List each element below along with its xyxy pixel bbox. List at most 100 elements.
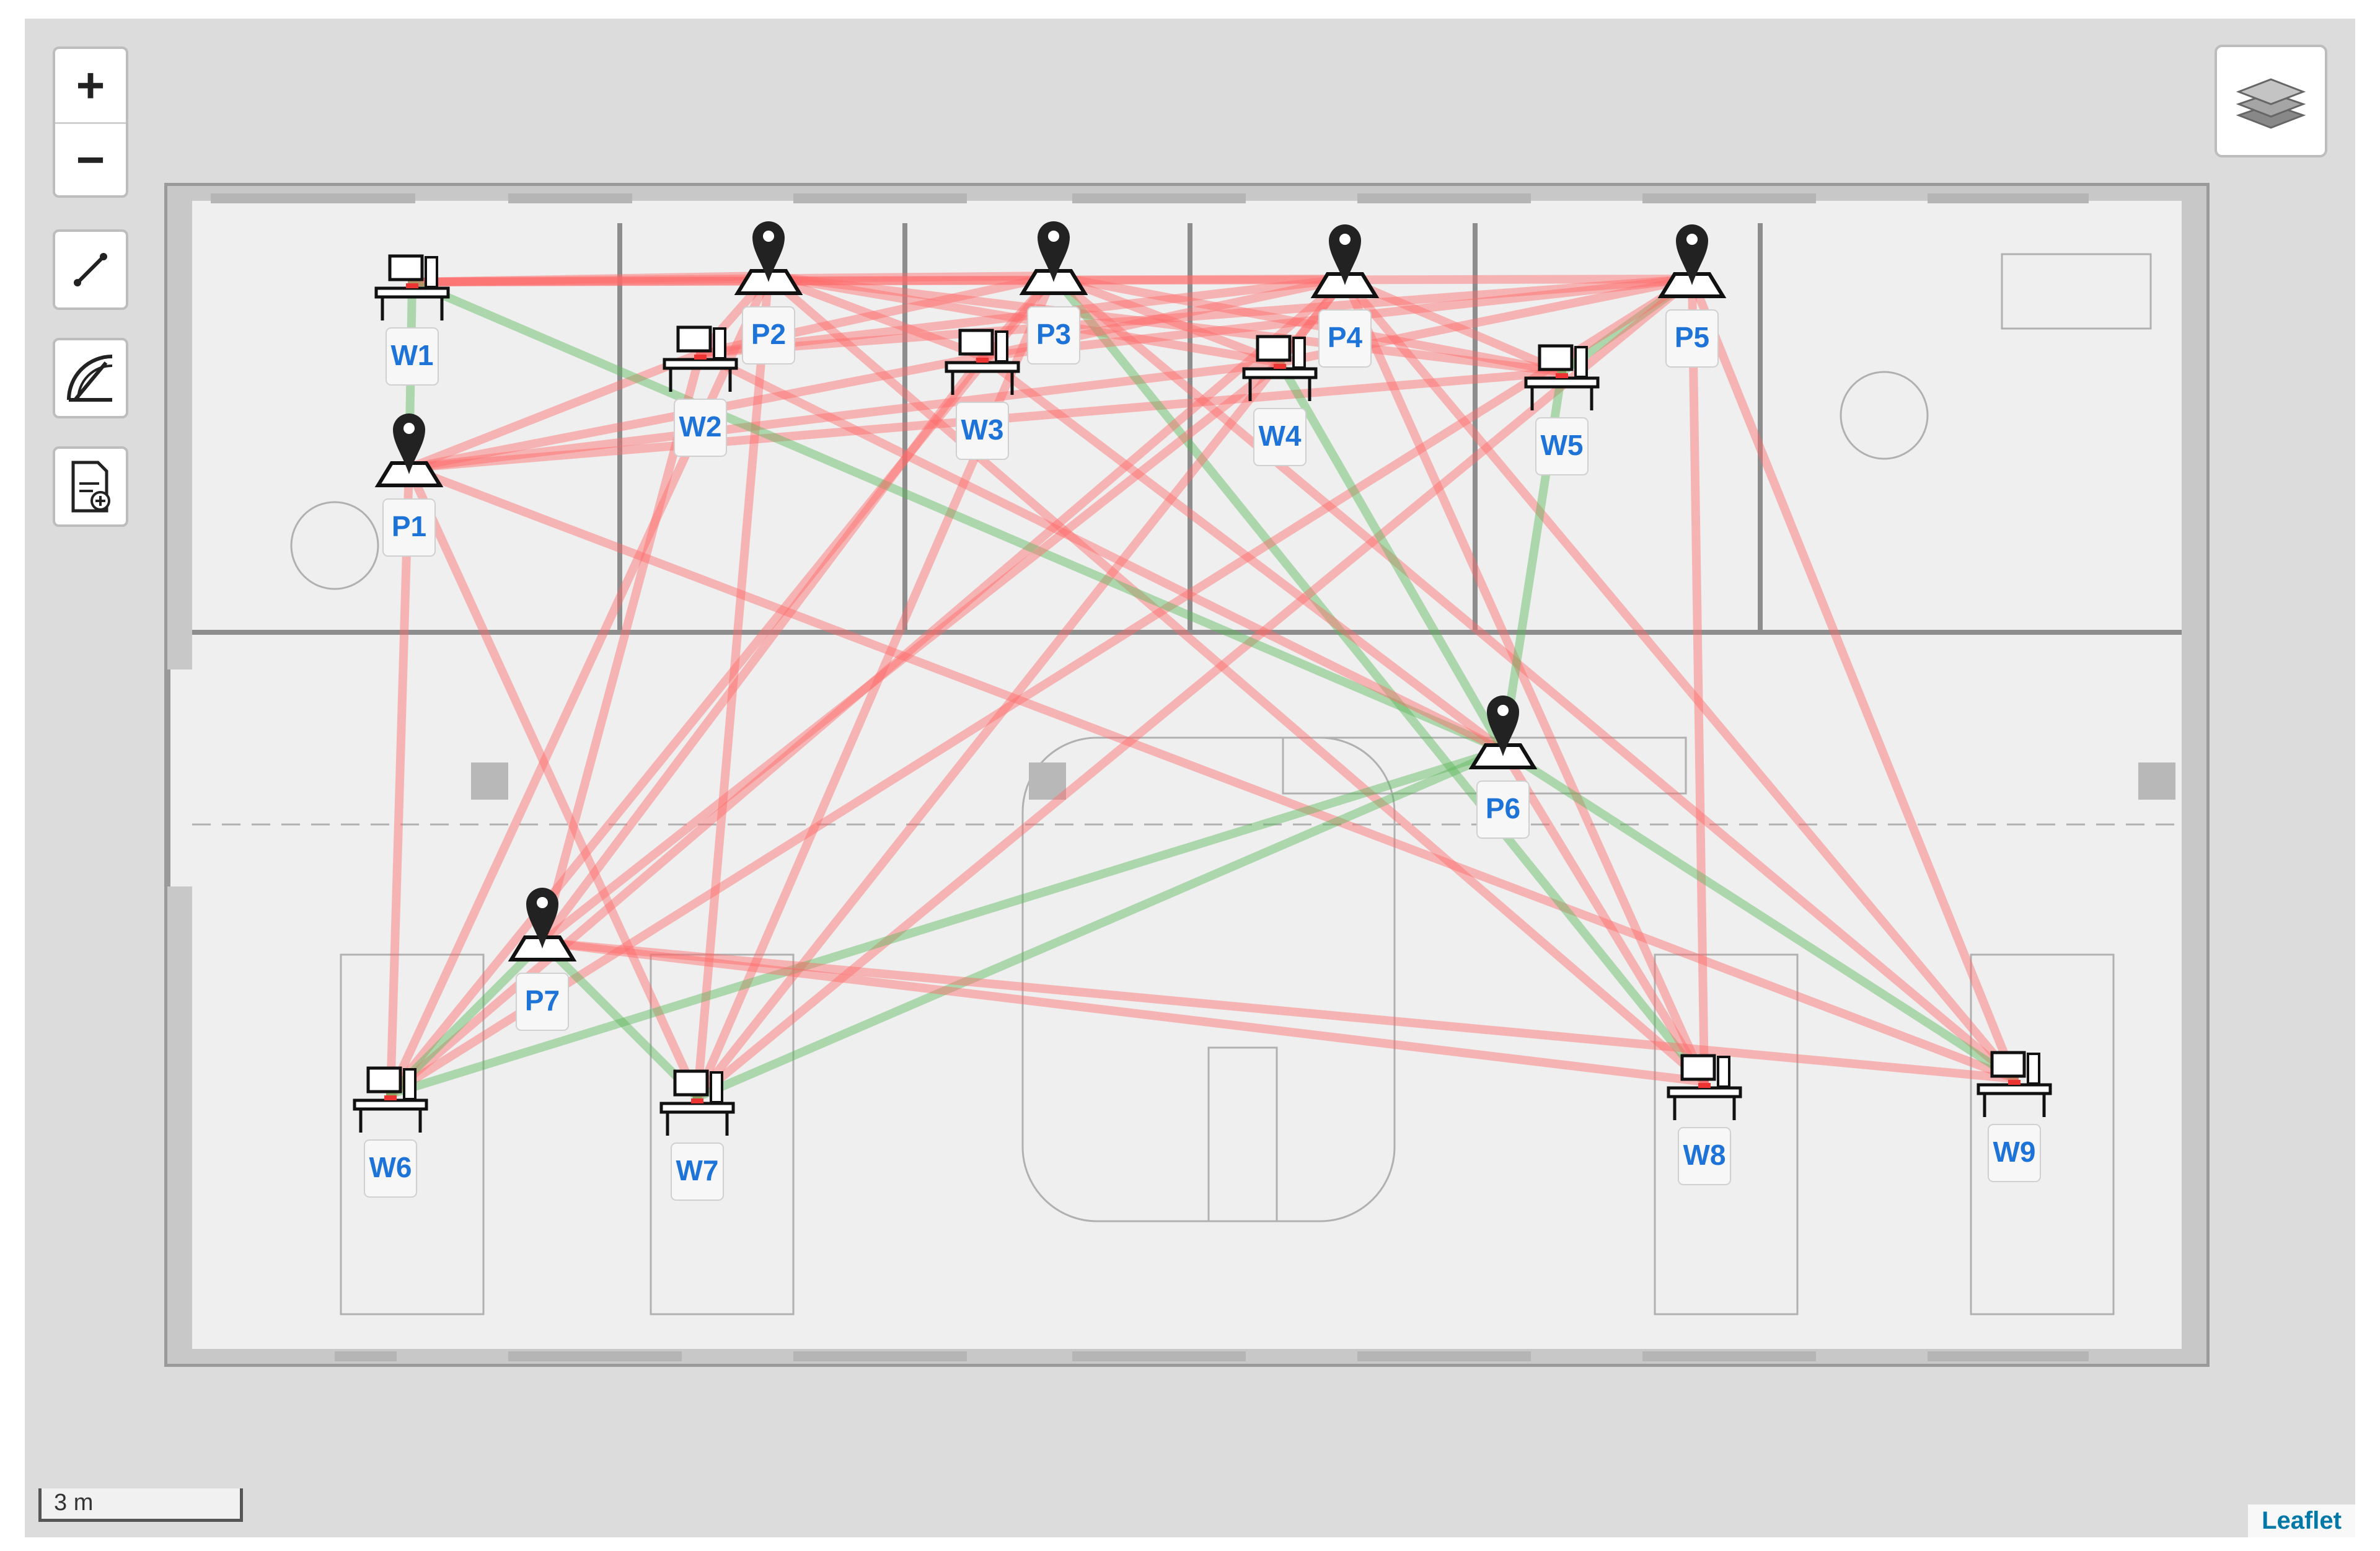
signal-link: [538, 352, 987, 947]
desk-icon: [1667, 1086, 1742, 1098]
map-pin-icon: [393, 413, 425, 474]
signal-link: [1049, 272, 2019, 1083]
marker-label: P5: [1675, 321, 1709, 353]
position-marker-p1[interactable]: P1: [374, 413, 444, 557]
marker-label-box: [516, 973, 569, 1031]
signal-link: [538, 938, 1709, 1086]
monitor-icon: [673, 1069, 709, 1097]
signal-link: [696, 275, 1696, 358]
position-marker-p7[interactable]: P7: [508, 888, 577, 1031]
monitor-icon: [1990, 1051, 2026, 1078]
workstation-marker-w8[interactable]: W8: [1667, 1054, 1742, 1185]
signal-link: [1341, 275, 2019, 1083]
computer-tower-icon: [713, 327, 726, 360]
computer-tower-icon: [403, 1068, 416, 1100]
position-marker-p6[interactable]: P6: [1468, 696, 1538, 839]
workstation-marker-w1[interactable]: W1: [374, 254, 450, 386]
computer-tower-icon: [2027, 1053, 2040, 1085]
marker-label-box: [386, 327, 439, 386]
workstation-marker-w5[interactable]: W5: [1524, 344, 1600, 475]
marker-label-box: [1476, 780, 1530, 839]
leaflet-attribution-link[interactable]: Leaflet: [2248, 1505, 2355, 1537]
marker-label-box: [1535, 417, 1589, 475]
add-report-control[interactable]: [53, 446, 128, 527]
marker-label: W8: [1683, 1139, 1726, 1171]
draw-line-control[interactable]: [53, 229, 128, 310]
computer-tower-icon: [1292, 337, 1306, 369]
keyboard-icon: [384, 1095, 397, 1100]
layers-icon: [2236, 78, 2306, 129]
computer-tower-icon: [1574, 346, 1588, 378]
marker-label: W5: [1541, 429, 1584, 461]
pin-hole: [763, 231, 774, 242]
signal-link: [693, 275, 1349, 1102]
keyboard-icon: [691, 1098, 703, 1103]
marker-label: W3: [961, 413, 1004, 446]
workstation-marker-w4[interactable]: W4: [1242, 335, 1318, 466]
workstation-marker-w3[interactable]: W3: [945, 329, 1020, 460]
signal-link: [386, 275, 1696, 1098]
marker-label-box: [1253, 408, 1307, 466]
signal-link: [764, 272, 1284, 367]
marker-label: W6: [369, 1151, 412, 1183]
position-marker-p5[interactable]: P5: [1657, 224, 1727, 368]
marker-label: W7: [676, 1154, 719, 1186]
signal-link: [405, 349, 705, 472]
desk-icon: [1977, 1083, 2052, 1095]
marker-label-box: [1027, 306, 1080, 365]
signal-link: [764, 272, 1566, 376]
monitor-icon: [388, 254, 424, 281]
marker-label: W9: [1993, 1136, 2036, 1168]
position-marker-p4[interactable]: P4: [1310, 224, 1380, 368]
marker-label-box: [1318, 309, 1372, 368]
marker-label: P3: [1036, 318, 1071, 350]
desk-icon: [374, 286, 450, 299]
signal-link: [538, 938, 2019, 1083]
keyboard-icon: [976, 358, 989, 363]
edit-control[interactable]: [53, 338, 128, 418]
computer-tower-icon: [1717, 1056, 1730, 1088]
scale-bar: 3 m: [38, 1488, 243, 1522]
map-pin-icon: [1038, 221, 1070, 282]
position-marker-p3[interactable]: P3: [1019, 221, 1088, 365]
marker-label-box: [742, 306, 795, 365]
monitor-icon: [366, 1066, 402, 1094]
protractor-edit-icon: [55, 340, 126, 416]
marker-label: P7: [525, 984, 560, 1017]
position-marker-p2[interactable]: P2: [734, 221, 803, 365]
signal-link: [693, 746, 1507, 1102]
signal-link: [1341, 275, 1566, 376]
map-pin-icon: [526, 888, 558, 948]
monitor-icon: [958, 329, 994, 356]
floor-plan: [164, 183, 2210, 1367]
zoom-in-button[interactable]: +: [76, 58, 105, 113]
signal-link: [405, 464, 702, 1102]
workstation-marker-w9[interactable]: W9: [1977, 1051, 2052, 1182]
desk-icon: [353, 1098, 428, 1111]
computer-tower-icon: [710, 1071, 723, 1103]
signal-link: [386, 464, 413, 1098]
keyboard-icon: [1556, 373, 1568, 378]
keyboard-icon: [1274, 364, 1286, 369]
layers-control-button[interactable]: [2215, 45, 2327, 157]
marker-label: W1: [391, 339, 434, 371]
zoom-out-button[interactable]: −: [55, 122, 126, 195]
desk-icon: [1242, 367, 1318, 379]
workstation-marker-w2[interactable]: W2: [663, 325, 738, 457]
signal-link: [408, 272, 773, 286]
signal-link: [405, 464, 2019, 1083]
marker-label: P2: [751, 318, 786, 350]
keyboard-icon: [406, 283, 418, 288]
signal-link: [1499, 746, 2019, 1083]
marker-label-box: [1678, 1127, 1731, 1185]
monitor-icon: [1680, 1054, 1716, 1081]
workstation-marker-w7[interactable]: W7: [659, 1069, 735, 1201]
document-add-icon: [55, 449, 126, 524]
workstation-marker-w6[interactable]: W6: [353, 1066, 428, 1198]
desk-icon: [663, 358, 738, 370]
marker-label-box: [382, 498, 436, 557]
signal-link: [408, 278, 1507, 754]
signal-link: [693, 275, 1696, 1102]
